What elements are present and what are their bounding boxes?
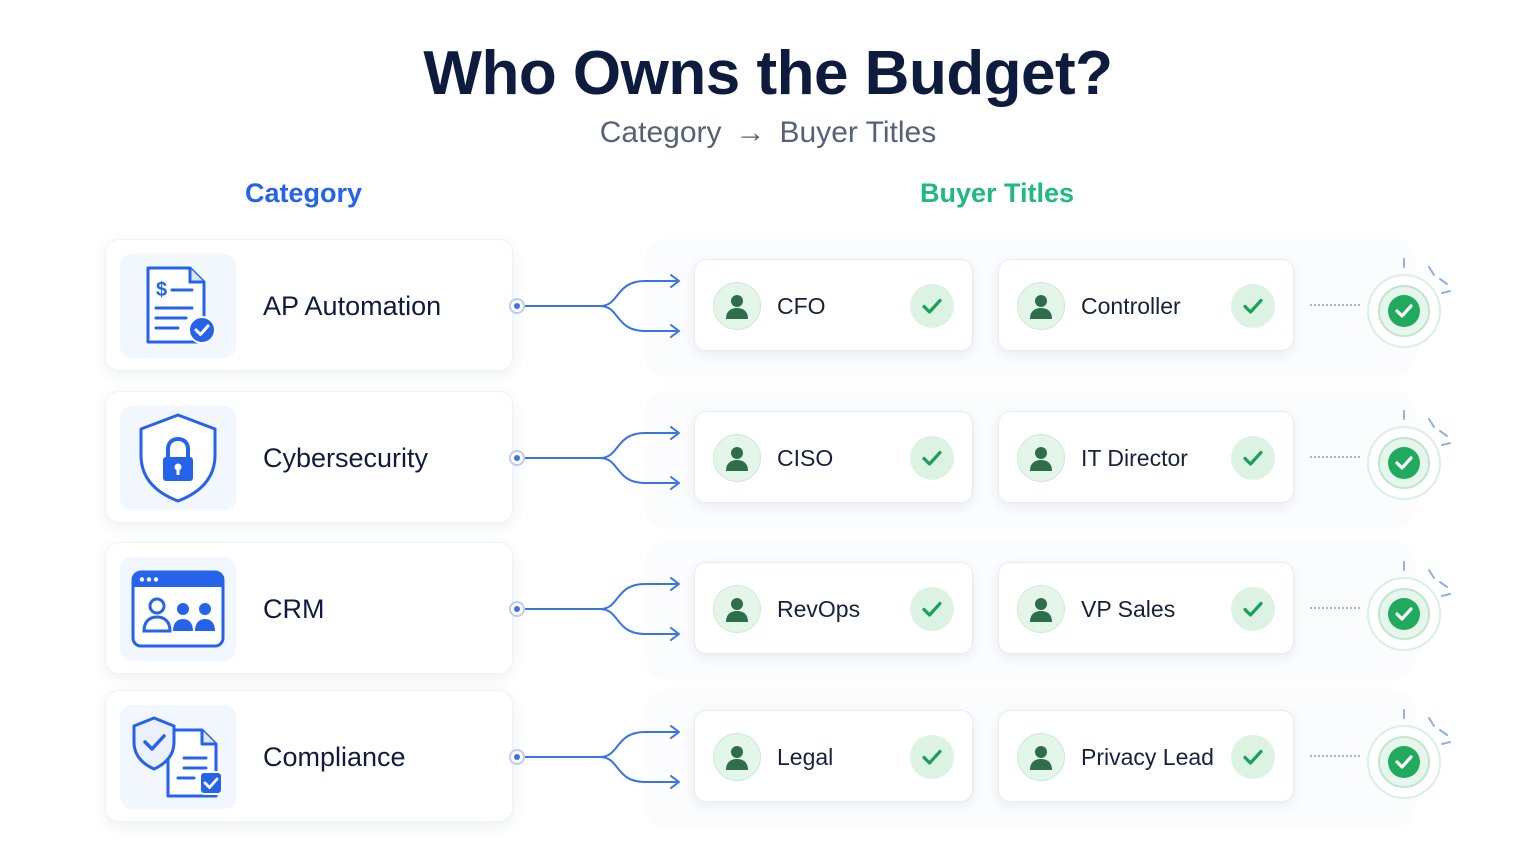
buyer-card: RevOps xyxy=(694,562,973,654)
svg-text:$: $ xyxy=(156,279,167,301)
dotted-connector xyxy=(1310,456,1360,458)
row-compliance: Compliance Legal Privacy Lead xyxy=(0,690,1536,824)
page-title: Who Owns the Budget? xyxy=(423,39,1113,108)
category-card: $ AP Automation xyxy=(105,239,513,371)
buyer-title: Controller xyxy=(1081,292,1181,319)
category-label: CRM xyxy=(263,593,325,624)
buyer-title: CISO xyxy=(777,444,834,471)
buyer-title: RevOps xyxy=(777,595,861,622)
crm-window-icon xyxy=(120,557,236,661)
check-icon xyxy=(910,436,954,480)
category-card: Cybersecurity xyxy=(105,391,513,523)
category-label: Cybersecurity xyxy=(263,442,429,473)
buyer-card: IT Director xyxy=(998,411,1294,503)
check-icon xyxy=(1231,587,1275,631)
buyer-title: Legal xyxy=(777,743,834,770)
category-column-header: Category xyxy=(245,178,363,208)
buyer-card: Controller xyxy=(998,259,1294,351)
verified-badge-icon xyxy=(1367,561,1451,651)
check-icon xyxy=(910,735,954,779)
row-cybersecurity: Cybersecurity CISO IT Director xyxy=(0,391,1536,525)
person-icon xyxy=(713,434,761,482)
branch-connector xyxy=(509,577,680,641)
verified-badge-icon xyxy=(1367,410,1451,500)
category-label: Compliance xyxy=(263,741,406,772)
buyer-card: VP Sales xyxy=(998,562,1294,654)
buyer-title: Privacy Lead xyxy=(1081,743,1214,770)
buyer-card: Privacy Lead xyxy=(998,710,1294,802)
check-icon xyxy=(1231,735,1275,779)
row-ap-automation: $ AP Automation CFO Con xyxy=(0,239,1536,373)
check-icon xyxy=(910,284,954,328)
buyer-card: CISO xyxy=(694,411,973,503)
person-icon xyxy=(1017,585,1065,633)
buyer-card: CFO xyxy=(694,259,973,351)
check-icon xyxy=(1231,284,1275,328)
verified-badge-icon xyxy=(1367,258,1451,348)
buyer-title: VP Sales xyxy=(1081,595,1176,622)
page-subtitle: Category → Buyer Titles xyxy=(0,116,1536,150)
verified-badge-icon xyxy=(1367,709,1451,799)
category-label: AP Automation xyxy=(263,290,442,321)
buyer-card: Legal xyxy=(694,710,973,802)
buyer-title: IT Director xyxy=(1081,444,1188,471)
invoice-icon: $ xyxy=(120,254,236,358)
branch-connector xyxy=(509,725,680,789)
branch-connector xyxy=(509,274,680,338)
buyers-column-header: Buyer Titles xyxy=(920,178,1075,208)
subtitle-arrow: → xyxy=(735,116,766,149)
check-icon xyxy=(910,587,954,631)
buyer-title: CFO xyxy=(777,292,826,319)
compliance-document-icon xyxy=(120,705,236,809)
category-card: CRM xyxy=(105,542,513,674)
subtitle-left: Category xyxy=(599,116,722,149)
person-icon xyxy=(713,585,761,633)
person-icon xyxy=(1017,282,1065,330)
person-icon xyxy=(713,282,761,330)
shield-lock-icon xyxy=(120,406,236,510)
person-icon xyxy=(713,733,761,781)
dotted-connector xyxy=(1310,304,1360,306)
subtitle-right: Buyer Titles xyxy=(779,116,937,149)
dotted-connector xyxy=(1310,755,1360,757)
check-icon xyxy=(1231,436,1275,480)
row-crm: CRM RevOps VP Sales xyxy=(0,542,1536,676)
category-card: Compliance xyxy=(105,690,513,822)
person-icon xyxy=(1017,733,1065,781)
branch-connector xyxy=(509,426,680,490)
person-icon xyxy=(1017,434,1065,482)
dotted-connector xyxy=(1310,607,1360,609)
